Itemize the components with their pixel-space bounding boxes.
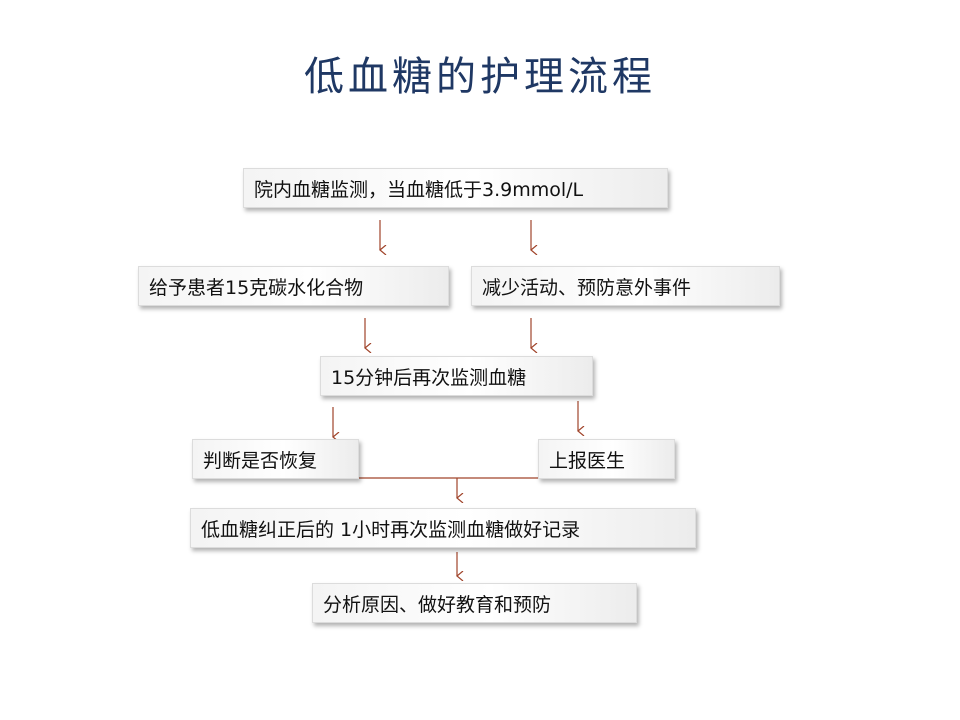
step-give-carbs: 给予患者15克碳水化合物	[138, 266, 449, 306]
step-monitor: 院内血糖监测，当血糖低于3.9mmol/L	[243, 168, 668, 208]
step-judge-recovery: 判断是否恢复	[192, 439, 359, 479]
step-report-doctor: 上报医生	[538, 439, 675, 479]
step-recheck: 15分钟后再次监测血糖	[320, 356, 593, 396]
page-title: 低血糖的护理流程	[304, 54, 656, 100]
step-record: 低血糖纠正后的 1小时再次监测血糖做好记录	[190, 508, 696, 548]
step-reduce-activity: 减少活动、预防意外事件	[471, 266, 780, 306]
step-analyze: 分析原因、做好教育和预防	[312, 583, 637, 623]
